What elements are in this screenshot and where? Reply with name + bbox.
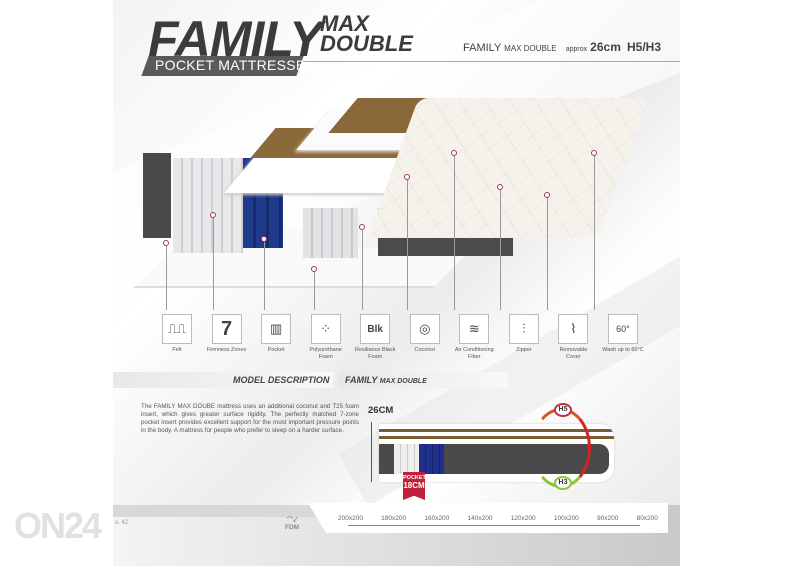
spec-firmness: H5/H3 bbox=[627, 40, 662, 54]
white-springs bbox=[394, 444, 419, 474]
spec-variant: MAX DOUBLE bbox=[504, 44, 557, 53]
spec-height: 26cm bbox=[590, 40, 621, 54]
feature-air-fiber: ≋Air Conditioning Fiber bbox=[452, 314, 496, 361]
wash-icon: 60° bbox=[607, 314, 638, 344]
variant-line-2: DOUBLE bbox=[320, 31, 413, 56]
spec-line: FAMILY MAX DOUBLE approx 26cm H5/H3 bbox=[463, 40, 661, 54]
cross-section-diagram: 26CM H5 H3 POCKET 18CM bbox=[351, 400, 631, 500]
marker-dot bbox=[451, 150, 457, 156]
subtitle: POCKET MATTRESSES bbox=[155, 57, 316, 73]
pocket-height-ribbon: POCKET 18CM bbox=[403, 472, 425, 500]
marker-dot bbox=[311, 266, 317, 272]
quilted-cover bbox=[367, 98, 649, 238]
marker-dot bbox=[497, 184, 503, 190]
size-option: 80x200 bbox=[636, 515, 658, 522]
leader-line bbox=[500, 190, 501, 310]
marker-dot bbox=[163, 240, 169, 246]
pocket-springs-white bbox=[173, 158, 243, 253]
coconut-icon: ◎ bbox=[409, 314, 440, 344]
brand-name: FDM bbox=[285, 524, 300, 531]
size-option: 180x200 bbox=[381, 515, 407, 522]
leader-line bbox=[407, 180, 408, 310]
blue-springs bbox=[419, 444, 444, 474]
feature-foam: ⁘Polyurethane Foam bbox=[304, 314, 348, 361]
pocket-springs-inner bbox=[303, 208, 358, 258]
height-label: 26CM bbox=[368, 405, 394, 416]
page-number: s. 42 bbox=[115, 520, 129, 526]
black-foam-icon: Blk bbox=[360, 314, 391, 344]
leader-line bbox=[594, 156, 595, 310]
foam-icon: ⁘ bbox=[310, 314, 341, 344]
marker-dot bbox=[210, 212, 216, 218]
spec-name: FAMILY bbox=[463, 42, 502, 54]
product-variant: MAX DOUBLE bbox=[320, 11, 413, 56]
spec-approx: approx bbox=[565, 46, 588, 53]
black-foam-edge bbox=[143, 153, 171, 238]
brand-logo: ⌒✓FDM bbox=[285, 514, 299, 531]
air-flow-icon: ≋ bbox=[459, 314, 490, 344]
size-scale-line bbox=[348, 525, 640, 526]
size-list: 200x200 180x200 160x200 140x200 120x200 … bbox=[338, 515, 658, 522]
feature-pocket: ▥Pocket bbox=[254, 314, 298, 361]
firmness-badge-h5: H5 bbox=[554, 403, 572, 417]
zipper-icon: ⫶ bbox=[508, 314, 539, 344]
height-arrow bbox=[371, 422, 372, 482]
feature-coconut: ◎Coconut bbox=[403, 314, 447, 361]
leader-line bbox=[314, 272, 315, 310]
size-option: 100x200 bbox=[553, 515, 579, 522]
model-description: The FAMILY MAX DOUBE mattress uses an ad… bbox=[141, 403, 359, 434]
section-header-cross-section: FAMILY MAX DOUBLE bbox=[338, 372, 508, 388]
size-option: 140x200 bbox=[467, 515, 493, 522]
cross-section-title: FAMILY bbox=[345, 375, 378, 385]
brand-mark-icon: ⌒✓ bbox=[286, 517, 298, 524]
firmness-badge-h3: H3 bbox=[554, 476, 572, 490]
leader-line bbox=[547, 198, 548, 310]
leader-line bbox=[166, 246, 167, 310]
footer-band bbox=[113, 505, 328, 517]
pocket-label: POCKET bbox=[403, 475, 426, 481]
leader-line bbox=[454, 156, 455, 310]
coconut-line bbox=[379, 429, 614, 432]
marker-dot bbox=[404, 174, 410, 180]
zones-icon: 7 bbox=[211, 314, 242, 344]
marker-dot bbox=[359, 224, 365, 230]
product-sheet: FAMILY MAX DOUBLE POCKET MATTRESSES FAMI… bbox=[113, 0, 680, 566]
variant-line-1: MAX bbox=[320, 11, 369, 36]
size-option: 200x200 bbox=[338, 515, 363, 522]
leader-line bbox=[264, 242, 265, 310]
marker-dot bbox=[591, 150, 597, 156]
feature-zipper: ⫶Zipper bbox=[502, 314, 546, 361]
cross-section-subtitle: MAX DOUBLE bbox=[379, 378, 427, 385]
size-scale: 200x200 180x200 160x200 140x200 120x200 … bbox=[308, 503, 668, 533]
size-option: 90x200 bbox=[597, 515, 619, 522]
mattress-cutaway-illustration bbox=[133, 98, 649, 310]
leader-line bbox=[213, 218, 214, 310]
pocket-spring-icon: ▥ bbox=[261, 314, 292, 344]
coconut-line bbox=[379, 436, 614, 439]
divider bbox=[303, 61, 680, 62]
feature-removable-cover: ⌇Removable Cover bbox=[551, 314, 595, 361]
feature-felt: ⎍⎍Felt bbox=[155, 314, 199, 361]
removable-cover-icon: ⌇ bbox=[558, 314, 589, 344]
leader-line bbox=[362, 230, 363, 310]
marker-dot bbox=[261, 236, 267, 242]
section-header-description: MODEL DESCRIPTION bbox=[113, 372, 333, 388]
felt-icon: ⎍⎍ bbox=[162, 314, 192, 344]
size-option: 160x200 bbox=[424, 515, 450, 522]
feature-wash: 60°Wash up to 60°C bbox=[601, 314, 645, 361]
marker-dot bbox=[544, 192, 550, 198]
pocket-height: 18CM bbox=[403, 481, 425, 490]
size-option: 120x200 bbox=[510, 515, 536, 522]
watermark-logo: ON24 bbox=[14, 505, 102, 546]
